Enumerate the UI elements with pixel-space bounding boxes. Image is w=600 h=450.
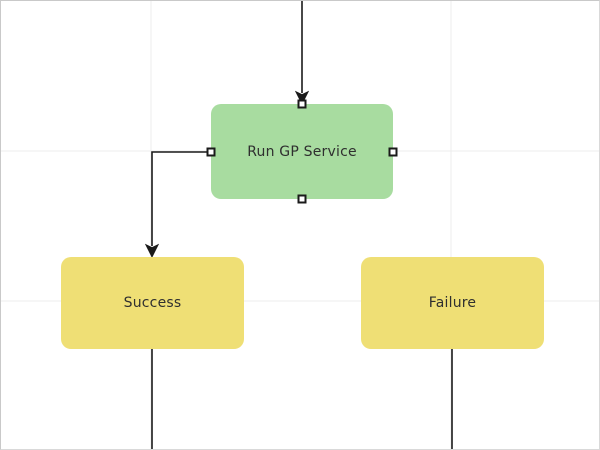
handle-top[interactable]: [297, 99, 307, 109]
edge-service-to-success[interactable]: [144, 151, 211, 258]
node-success[interactable]: Success: [61, 257, 244, 349]
handle-right[interactable]: [388, 147, 398, 156]
node-failure[interactable]: Failure: [361, 257, 544, 349]
handle-left[interactable]: [206, 147, 216, 156]
node-label: Failure: [428, 295, 477, 311]
node-label: Success: [123, 295, 182, 311]
handle-bottom[interactable]: [297, 194, 307, 204]
node-label: Run GP Service: [247, 143, 357, 160]
node-run-gp-service[interactable]: Run GP Service: [206, 99, 398, 204]
